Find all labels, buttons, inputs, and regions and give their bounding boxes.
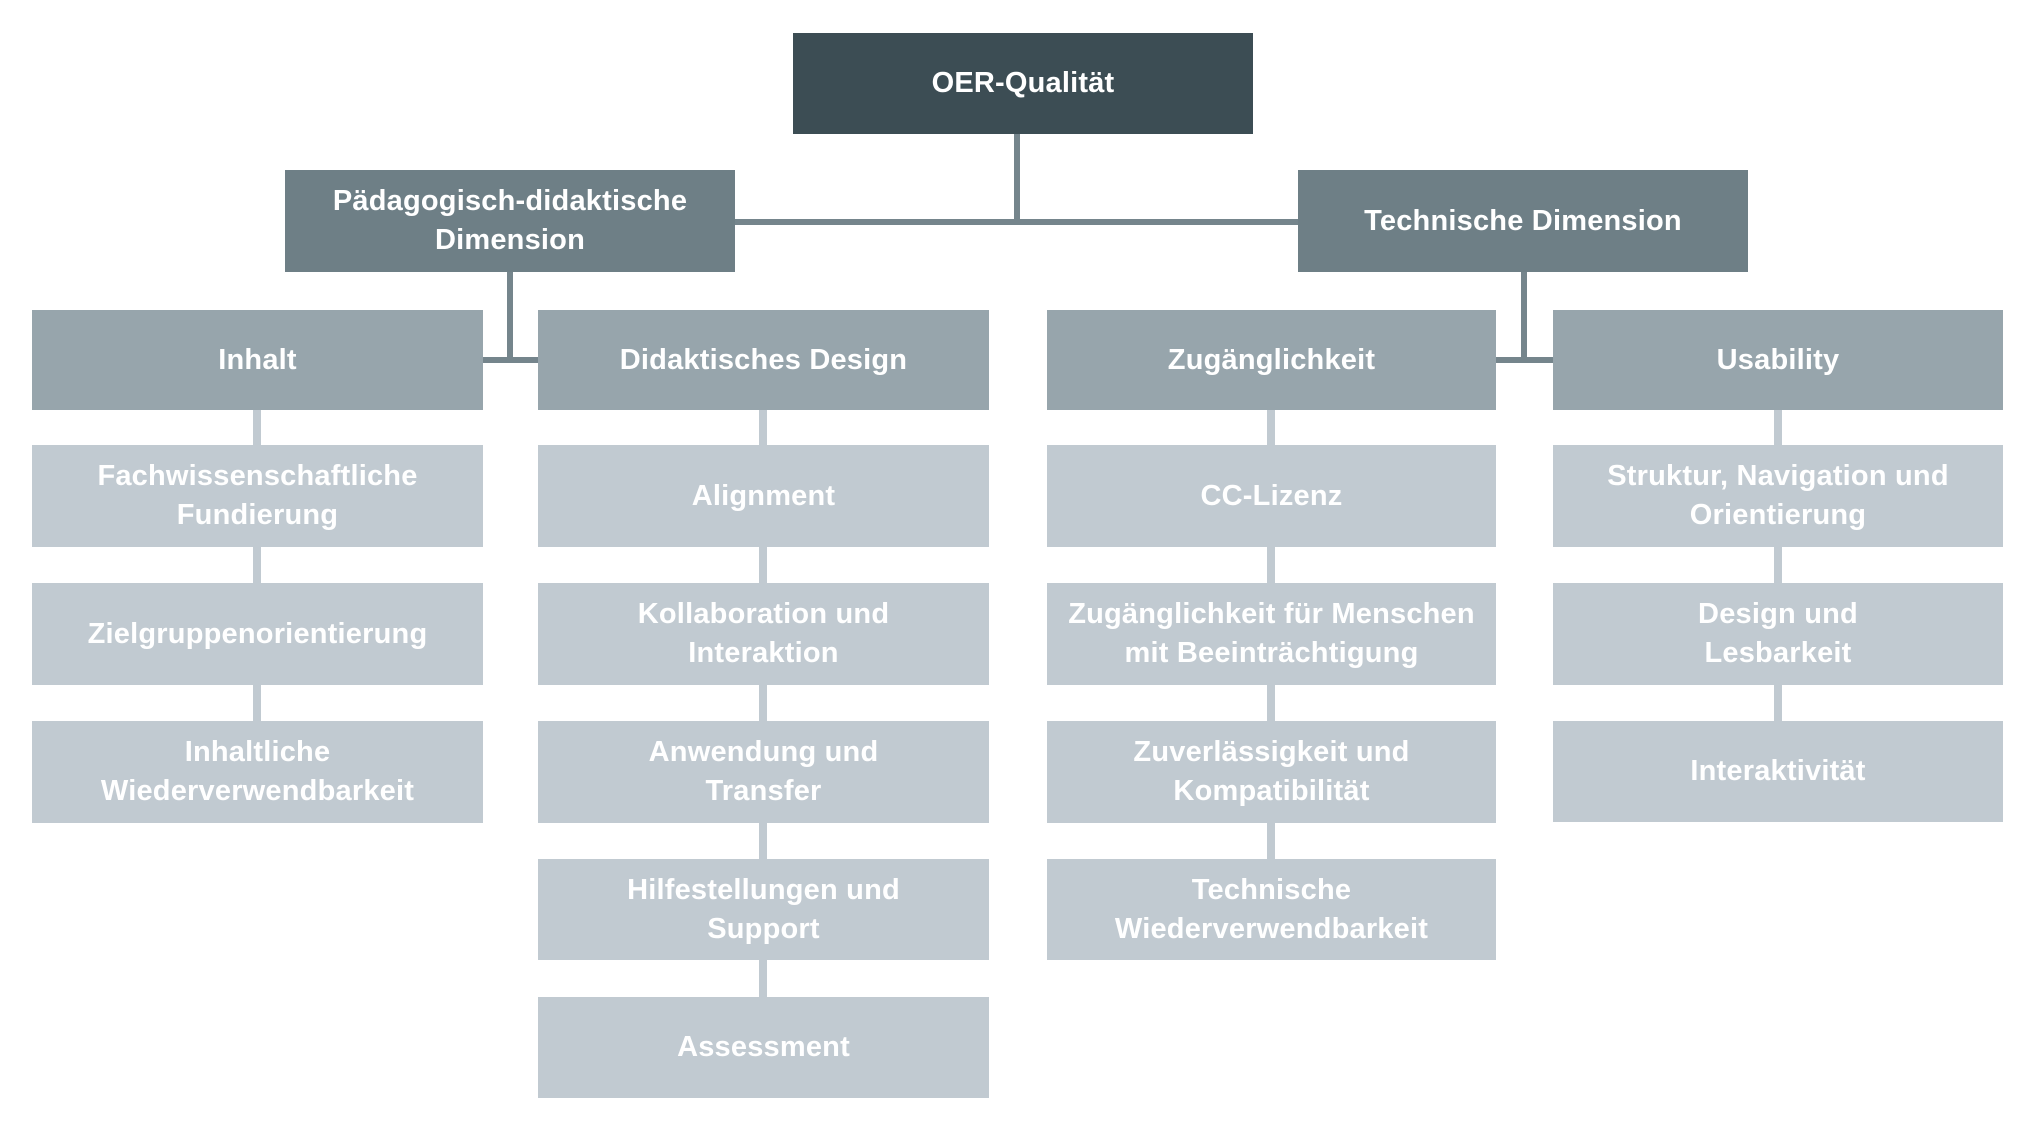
node-item-hilfestellungen-und-support: Hilfestellungen und Support <box>538 859 989 960</box>
node-item-assessment: Assessment <box>538 997 989 1098</box>
node-item-interaktivitaet: Interaktivität <box>1553 721 2003 822</box>
stub-col1-3 <box>253 685 261 721</box>
node-item-zuverlaessigkeit-und-kompatibilitaet: Zuverlässigkeit und Kompatibilität <box>1047 721 1496 823</box>
node-item-alignment: Alignment <box>538 445 989 547</box>
stub-col3-3 <box>1267 685 1275 721</box>
connector-paedagogisch-horizontal <box>483 357 538 363</box>
node-item-design-und-lesbarkeit: Design und Lesbarkeit <box>1553 583 2003 685</box>
node-dimension-paedagogisch-didaktisch: Pädagogisch-didaktische Dimension <box>285 170 735 272</box>
stub-col2-1 <box>759 410 767 445</box>
stub-col3-4 <box>1267 823 1275 859</box>
stub-col4-2 <box>1774 547 1782 583</box>
connector-root-vertical <box>1014 134 1020 222</box>
node-oer-qualitaet: OER-Qualität <box>793 33 1253 134</box>
stub-col2-2 <box>759 547 767 583</box>
node-item-zielgruppenorientierung: Zielgruppenorientierung <box>32 583 483 685</box>
node-item-technische-wiederverwendbarkeit: Technische Wiederverwendbarkeit <box>1047 859 1496 960</box>
node-item-inhaltliche-wiederverwendbarkeit: Inhaltliche Wiederverwendbarkeit <box>32 721 483 823</box>
stub-col1-2 <box>253 547 261 583</box>
connector-technisch-horizontal <box>1496 357 1553 363</box>
node-item-anwendung-und-transfer: Anwendung und Transfer <box>538 721 989 823</box>
node-item-kollaboration-und-interaktion: Kollaboration und Interaktion <box>538 583 989 685</box>
stub-col2-4 <box>759 823 767 859</box>
node-item-cc-lizenz: CC-Lizenz <box>1047 445 1496 547</box>
stub-col3-2 <box>1267 547 1275 583</box>
node-category-zugaenglichkeit: Zugänglichkeit <box>1047 310 1496 410</box>
stub-col1-1 <box>253 410 261 445</box>
node-item-struktur-navigation-orientierung: Struktur, Navigation und Orientierung <box>1553 445 2003 547</box>
node-category-inhalt: Inhalt <box>32 310 483 410</box>
connector-root-horizontal <box>735 219 1302 225</box>
node-item-fachwissenschaftliche-fundierung: Fachwissenschaftliche Fundierung <box>32 445 483 547</box>
stub-col2-5 <box>759 960 767 997</box>
node-category-usability: Usability <box>1553 310 2003 410</box>
node-item-zugaenglichkeit-fuer-menschen: Zugänglichkeit für Menschen mit Beeinträ… <box>1047 583 1496 685</box>
node-dimension-technisch: Technische Dimension <box>1298 170 1748 272</box>
connector-paedagogisch-vertical <box>507 272 513 360</box>
stub-col2-3 <box>759 685 767 721</box>
stub-col3-1 <box>1267 410 1275 445</box>
stub-col4-3 <box>1774 685 1782 721</box>
connector-technisch-vertical <box>1521 272 1527 360</box>
node-category-didaktisches-design: Didaktisches Design <box>538 310 989 410</box>
stub-col4-1 <box>1774 410 1782 445</box>
